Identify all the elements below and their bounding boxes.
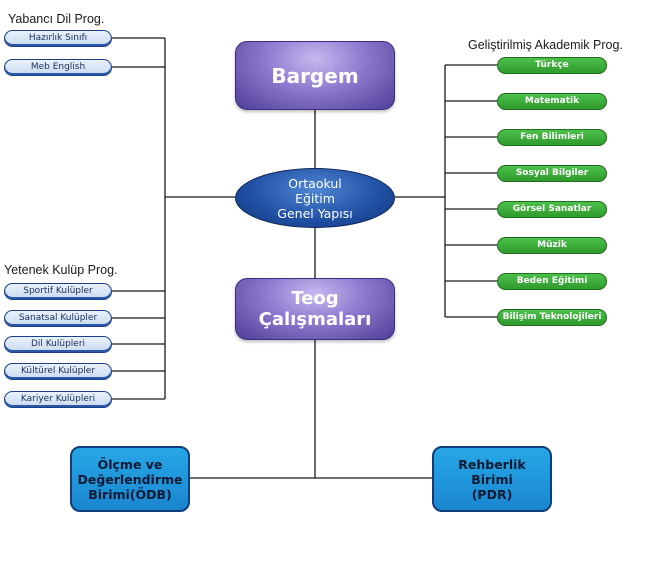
teog-label: Teog Çalışmaları bbox=[258, 288, 372, 330]
bargem-label: Bargem bbox=[271, 63, 359, 88]
meb-english-node: Meb English bbox=[4, 59, 112, 76]
muzik-node: Müzik bbox=[497, 237, 607, 254]
rehberlik-line-3: (PDR) bbox=[471, 486, 513, 502]
center-line-2: Eğitim bbox=[295, 190, 335, 206]
hazirlik-sinifi-node: Hazırlık Sınıfı bbox=[4, 30, 112, 47]
matematik-node: Matematik bbox=[497, 93, 607, 110]
fen-bilimleri-node: Fen Bilimleri bbox=[497, 129, 607, 146]
rehberlik-line-1: Rehberlik bbox=[458, 456, 526, 472]
olcme-line-1: Ölçme ve bbox=[97, 456, 163, 472]
rehberlik-line-2: Birimi bbox=[471, 471, 513, 487]
turkce-node: Türkçe bbox=[497, 57, 607, 74]
olcme-line-3: Birimi(ÖDB) bbox=[88, 486, 172, 502]
olcme-line-2: Değerlendirme bbox=[77, 471, 183, 487]
kariyer-kulupleri-node: Kariyer Kulüpleri bbox=[4, 391, 112, 408]
dil-kulupleri-node: Dil Kulüpleri bbox=[4, 336, 112, 353]
kulturel-kulupler-node: Kültürel Kulüpler bbox=[4, 363, 112, 380]
yabanci-dil-heading: Yabancı Dil Prog. bbox=[8, 12, 105, 26]
sosyal-bilgiler-node: Sosyal Bilgiler bbox=[497, 165, 607, 182]
akademik-heading: Geliştirilmiş Akademik Prog. bbox=[468, 38, 623, 52]
center-line-3: Genel Yapısı bbox=[277, 205, 353, 221]
beden-egitimi-node: Beden Eğitimi bbox=[497, 273, 607, 290]
central-ellipse-node: Ortaokul Eğitim Genel Yapısı bbox=[235, 168, 395, 228]
rehberlik-node: Rehberlik Birimi (PDR) bbox=[432, 446, 552, 512]
center-line-1: Ortaokul bbox=[288, 175, 342, 191]
bargem-node: Bargem bbox=[235, 41, 395, 110]
bilisim-teknolojileri-node: Bilişim Teknolojileri bbox=[497, 309, 607, 326]
sportif-kulupler-node: Sportif Kulüpler bbox=[4, 283, 112, 300]
olcme-degerlendirme-node: Ölçme ve Değerlendirme Birimi(ÖDB) bbox=[70, 446, 190, 512]
gorsel-sanatlar-node: Görsel Sanatlar bbox=[497, 201, 607, 218]
yetenek-kulup-heading: Yetenek Kulüp Prog. bbox=[4, 263, 118, 277]
sanatsal-kulupler-node: Sanatsal Kulüpler bbox=[4, 310, 112, 327]
teog-node: Teog Çalışmaları bbox=[235, 278, 395, 340]
